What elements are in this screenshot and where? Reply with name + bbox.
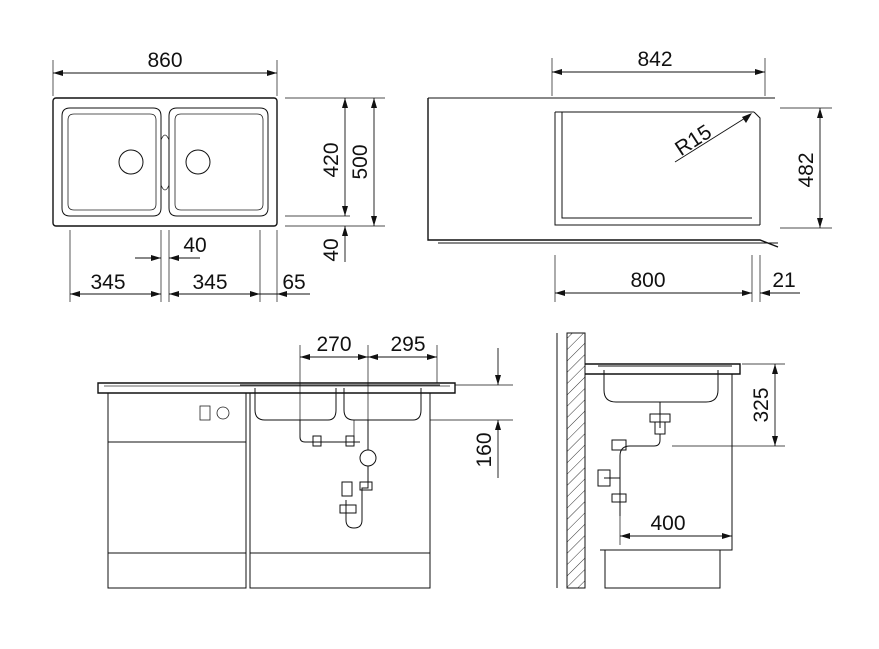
dim-bowl-depth: 160 xyxy=(430,348,513,478)
dim-heights: 420 500 40 xyxy=(285,97,385,262)
label-40-gap: 40 xyxy=(183,234,206,257)
dim-cutout: 800 21 xyxy=(554,255,800,302)
label-800: 800 xyxy=(630,269,665,292)
label-400: 400 xyxy=(650,512,685,535)
top-view xyxy=(52,97,278,227)
dim-side-depth: 482 xyxy=(780,107,832,229)
dim-drain-positions: 270 295 xyxy=(299,333,438,420)
side-elevation xyxy=(556,332,741,589)
label-295: 295 xyxy=(390,333,425,356)
label-21: 21 xyxy=(772,269,795,292)
dim-cabinet-depth: 400 xyxy=(619,512,733,545)
label-420: 420 xyxy=(320,142,343,177)
label-270: 270 xyxy=(316,333,351,356)
dim-side-width: 842 xyxy=(551,48,766,96)
label-r15: R15 xyxy=(671,120,716,160)
label-345-right: 345 xyxy=(192,271,227,294)
label-345-left: 345 xyxy=(90,271,125,294)
label-160: 160 xyxy=(473,432,496,467)
front-elevation xyxy=(97,382,456,589)
dim-top-width: 860 xyxy=(52,49,278,96)
label-500: 500 xyxy=(349,144,372,179)
label-65: 65 xyxy=(282,271,305,294)
label-860: 860 xyxy=(147,49,182,72)
side-section-view: R15 xyxy=(427,97,779,248)
label-482: 482 xyxy=(795,152,818,187)
label-842: 842 xyxy=(637,48,672,71)
label-325: 325 xyxy=(750,387,773,422)
dim-bowl-widths: 345 345 65 xyxy=(69,230,310,302)
label-40-front: 40 xyxy=(320,238,343,261)
dim-total-depth: 325 xyxy=(716,363,785,447)
dim-bowl-gap: 40 xyxy=(135,230,207,302)
